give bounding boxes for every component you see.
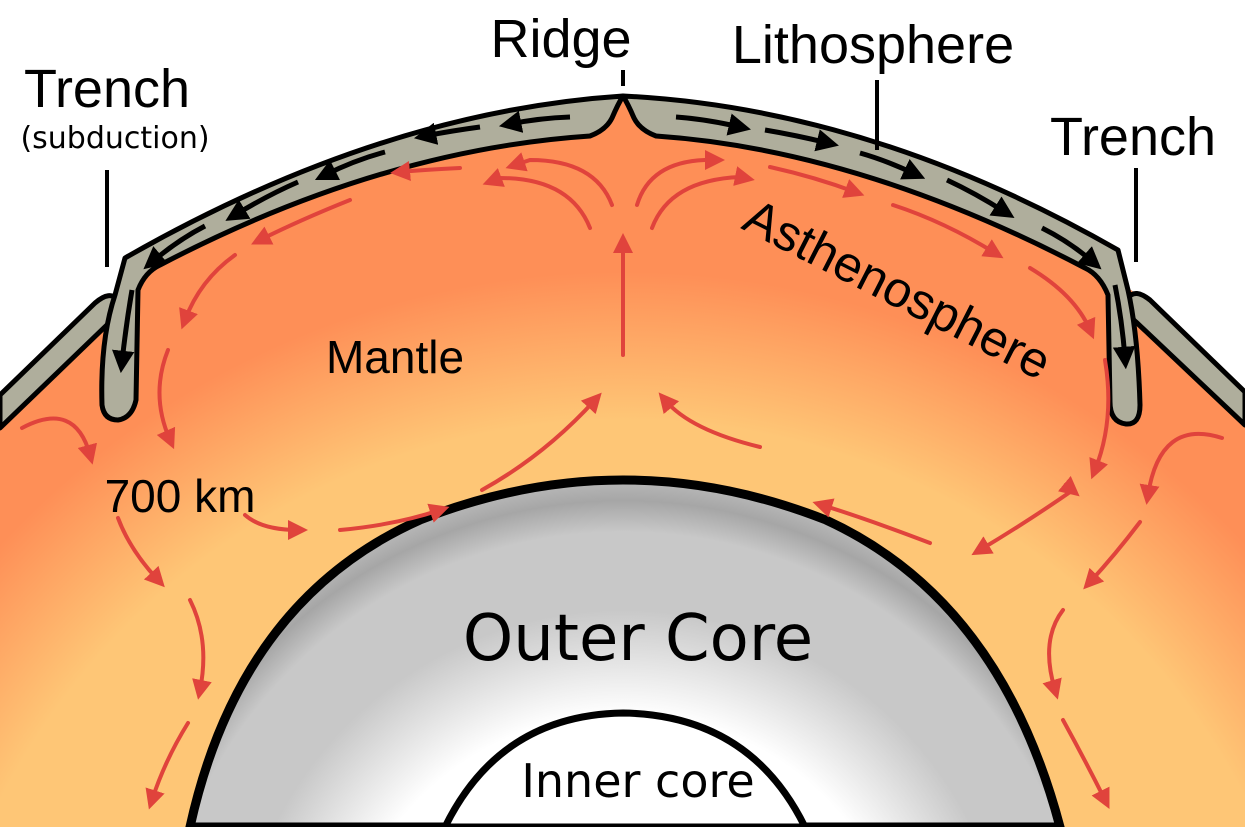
flow-arrow-asth-right-2 — [891, 203, 1004, 259]
flow-arrow-asth-right-3 — [1028, 266, 1096, 340]
flow-arrow-far-right-4 — [1061, 718, 1110, 809]
lithosphere-label: Lithosphere — [732, 15, 1014, 75]
outer-core-label: Outer Core — [463, 602, 813, 676]
flow-arrow-core-left-2 — [338, 503, 450, 532]
flow-arrow-core-left-up — [480, 392, 602, 492]
flow-arrow-asth-right-1 — [768, 165, 865, 198]
flow-arrow-ridge-left-outer — [482, 168, 592, 230]
flow-arrow-ridge-left-inner — [505, 152, 614, 207]
flow-arrow-far-left-3 — [188, 598, 212, 700]
flow-arrow-far-left-1 — [20, 416, 98, 465]
ridge-label: Ridge — [490, 9, 631, 69]
flow-arrow-core-right-1 — [812, 498, 932, 545]
plate-arrow-left-4 — [225, 179, 299, 221]
trench-left-label: Trench — [24, 59, 190, 119]
flow-arrow-left-down-1 — [156, 348, 176, 450]
flow-arrow-right-down-2 — [1057, 475, 1080, 497]
plate-arrow-right-2 — [764, 127, 839, 152]
flow-arrow-core-right-up — [658, 392, 762, 449]
inner-core-label: Inner core — [521, 754, 754, 808]
mantle-label: Mantle — [326, 331, 464, 383]
plate-arrow-left-1 — [498, 110, 571, 133]
plate-arrow-left-2 — [413, 122, 481, 145]
flow-arrow-ridge-right-inner — [635, 150, 725, 207]
flow-arrow-far-right-2 — [1083, 520, 1142, 590]
plate-arrow-left-slab — [112, 289, 135, 374]
flow-arrow-asth-left-3 — [179, 253, 237, 330]
flow-arrow-right-down-1 — [1089, 358, 1111, 480]
plate-motion-arrows — [112, 110, 1136, 374]
plate-arrow-left-3 — [314, 149, 386, 181]
flow-arrow-ridge-right-outer — [650, 166, 755, 230]
outer-core-region — [185, 475, 1065, 827]
flow-arrow-far-left-4 — [145, 721, 190, 810]
flow-arrow-far-right-1 — [1139, 432, 1224, 505]
flow-arrow-far-left-2 — [116, 516, 165, 588]
flow-arrow-asth-left-1 — [390, 161, 462, 181]
plate-arrow-right-5 — [1040, 225, 1102, 270]
depth-700km-label: 700 km — [105, 470, 256, 522]
flow-arrow-asth-left-2 — [251, 198, 352, 245]
trench-right-label: Trench — [1050, 107, 1216, 167]
plate-arrow-right-4 — [945, 177, 1015, 219]
convection-arrows — [20, 150, 1224, 810]
trench-left-subduction-label: (subduction) — [20, 121, 209, 156]
flow-arrow-far-right-3 — [1042, 608, 1065, 700]
inner-core-region — [441, 709, 809, 827]
plate-arrow-right-3 — [859, 150, 926, 180]
flow-arrow-core-left-1 — [243, 513, 308, 540]
plate-arrow-left-5 — [143, 223, 207, 270]
plate-arrow-right-slab — [1112, 284, 1136, 370]
plate-arrow-right-1 — [675, 113, 751, 136]
